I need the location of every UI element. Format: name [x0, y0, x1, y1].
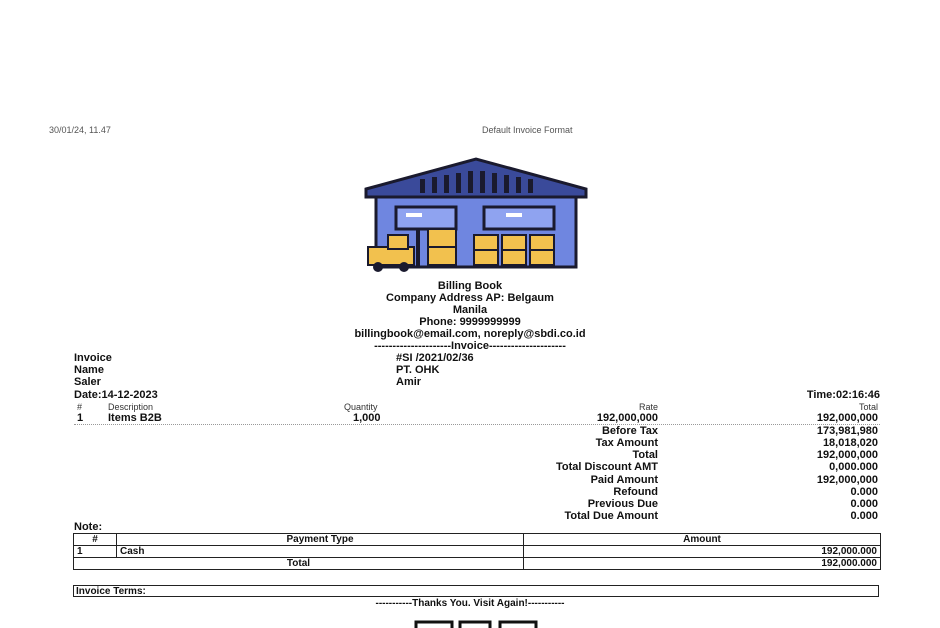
payment-row-amount: 192,000.000 — [523, 545, 881, 558]
company-address: Company Address AP: Belgaum — [386, 292, 554, 304]
detail-value-name: PT. OHK — [396, 364, 440, 376]
invoice-time: Time:02:16:46 — [806, 389, 880, 401]
item-description: Items B2B — [108, 412, 162, 424]
items-header-description: Description — [108, 402, 154, 412]
item-total: 192,000,000 — [816, 412, 878, 424]
payment-row-no: 1 — [73, 545, 117, 558]
warehouse-logo-icon — [364, 157, 588, 272]
item-no: 1 — [77, 412, 84, 424]
summary-label-previous-due: Previous Due — [587, 498, 658, 510]
item-quantity: 1,000 — [353, 412, 381, 424]
payment-header-no: # — [73, 533, 117, 546]
detail-label-saler: Saler — [74, 376, 101, 388]
detail-value-invoice: #SI /2021/02/36 — [396, 352, 474, 364]
summary-value-refound: 0.000 — [850, 486, 878, 498]
summary-value-discount: 0,000.000 — [829, 461, 878, 473]
payment-total-label: Total — [73, 557, 524, 570]
summary-value-previous-due: 0.000 — [850, 498, 878, 510]
company-name: Billing Book — [437, 280, 503, 292]
payment-total-row: Total 192,000.000 — [73, 557, 881, 570]
items-header-quantity: Quantity — [344, 402, 378, 412]
item-rate: 192,000,000 — [596, 412, 658, 424]
invoice-date: Date:14-12-2023 — [74, 389, 158, 401]
invoice-title: ---------------------Invoice------------… — [374, 340, 566, 352]
note-label: Note: — [74, 521, 103, 533]
summary-label-discount: Total Discount AMT — [555, 461, 658, 473]
payment-row: 1 Cash 192,000.000 — [73, 545, 881, 558]
items-header-no: # — [77, 402, 83, 412]
detail-label-name: Name — [74, 364, 104, 376]
thanks-message: -----------Thanks You. Visit Again!-----… — [375, 598, 565, 609]
summary-label-refound: Refound — [613, 486, 658, 498]
payment-total-value: 192,000.000 — [523, 557, 881, 570]
summary-label-total: Total — [632, 449, 658, 461]
items-header-total: Total — [858, 402, 878, 412]
payment-header-type: Payment Type — [116, 533, 524, 546]
summary-value-total-due: 0.000 — [850, 510, 878, 522]
company-emails: billingbook@email.com, noreply@sbdi.co.i… — [354, 328, 586, 340]
company-phone: Phone: 9999999999 — [419, 316, 521, 328]
items-header-rate: Rate — [638, 402, 658, 412]
footer-icons — [414, 620, 538, 628]
payment-row-type: Cash — [116, 545, 524, 558]
payment-table: # Payment Type Amount 1 Cash 192,000.000… — [73, 533, 881, 570]
detail-label-invoice: Invoice — [74, 352, 112, 364]
print-title: Default Invoice Format — [482, 125, 573, 135]
payment-header-amount: Amount — [523, 533, 881, 546]
summary-label-tax-amount: Tax Amount — [595, 437, 658, 449]
summary-label-paid: Paid Amount — [590, 474, 658, 486]
summary-value-total: 192,000,000 — [816, 449, 878, 461]
invoice-terms: Invoice Terms: — [73, 585, 879, 597]
item-divider — [74, 424, 880, 425]
summary-label-total-due: Total Due Amount — [564, 510, 659, 522]
summary-label-before-tax: Before Tax — [601, 425, 658, 437]
summary-value-paid: 192,000,000 — [816, 474, 878, 486]
detail-value-saler: Amir — [396, 376, 422, 388]
summary-value-tax-amount: 18,018,020 — [822, 437, 878, 449]
summary-value-before-tax: 173,981,980 — [816, 425, 878, 437]
company-city: Manila — [452, 304, 488, 316]
print-timestamp: 30/01/24, 11.47 — [49, 125, 111, 135]
